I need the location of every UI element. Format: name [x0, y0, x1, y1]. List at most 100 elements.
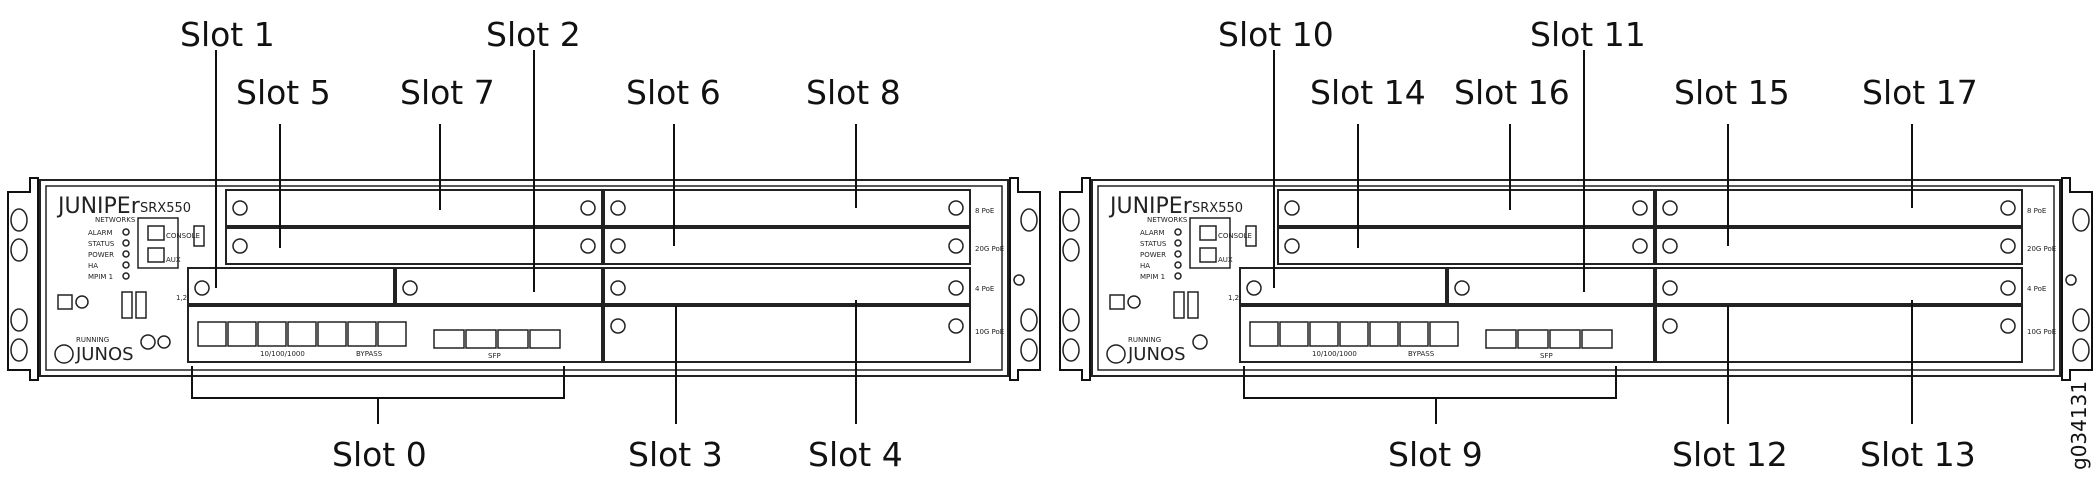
reset-button[interactable] [75, 295, 89, 309]
slot-3-4-card[interactable] [603, 305, 971, 363]
aux-label: AUX [166, 256, 181, 264]
slot-label-11: Slot 11 [1530, 15, 1646, 54]
led-icon [122, 250, 130, 258]
led-icon [122, 272, 130, 280]
slot-4-upper-card[interactable] [603, 267, 971, 305]
led-icon [122, 228, 130, 236]
slot-label-13: Slot 13 [1860, 435, 1976, 474]
sfp-label: SFP [1540, 352, 1553, 360]
rack-hole [1020, 308, 1038, 332]
slot-label-14: Slot 14 [1310, 73, 1426, 112]
slot-label-5: Slot 5 [236, 73, 331, 112]
power-button[interactable] [157, 335, 171, 349]
mini-label: 1,2 [176, 294, 187, 302]
rack-hole [1020, 208, 1038, 232]
model-label: SRX550 [140, 201, 191, 216]
chassis-inner [45, 185, 1003, 371]
copper-ports[interactable] [1249, 321, 1459, 347]
slot-9-card[interactable] [1239, 305, 1655, 363]
rack-hole [10, 308, 28, 332]
slot-label-8: Slot 8 [806, 73, 901, 112]
console-label: CONSOLE [1218, 232, 1252, 240]
usb-port[interactable] [135, 291, 147, 319]
slot-label-16: Slot 16 [1454, 73, 1570, 112]
power-icon[interactable] [140, 334, 156, 350]
led-label: POWER [88, 251, 114, 259]
aux-port[interactable] [1199, 247, 1217, 263]
figure-id: g034131 [2067, 381, 2091, 470]
pim-label: 20G PoE [975, 245, 1004, 253]
led-icon [1174, 272, 1182, 280]
led-icon [1174, 239, 1182, 247]
rack-hole [10, 208, 28, 232]
rack-hole [2072, 208, 2090, 232]
slot-15-card[interactable] [1655, 227, 2023, 265]
console-port-block [137, 217, 179, 269]
device-1: JUNIPEr NETWORKS SRX550 CONSOLE AUX ALAR… [7, 15, 1041, 474]
aux-label: AUX [1218, 256, 1233, 264]
chassis-inner [1097, 185, 2055, 371]
power-icon[interactable] [1192, 334, 1208, 350]
slot-label-2: Slot 2 [486, 15, 581, 54]
callout-lines [1243, 50, 1913, 424]
slot-11-card[interactable] [1447, 267, 1655, 305]
bypass-label: BYPASS [1408, 350, 1435, 358]
slot-label-4: Slot 4 [808, 435, 903, 474]
rack-hole [10, 338, 28, 362]
copper-ports[interactable] [197, 321, 407, 347]
slot-10-card[interactable] [1239, 267, 1447, 305]
aux-port[interactable] [147, 247, 165, 263]
slot-label-7: Slot 7 [400, 73, 495, 112]
slot-0-card[interactable] [187, 305, 603, 363]
led-label: POWER [1140, 251, 1166, 259]
brand-sub: NETWORKS [95, 216, 136, 224]
status-leds: ALARM STATUS POWER HA MPIM 1 [1140, 228, 1182, 281]
led-label: ALARM [88, 229, 113, 237]
rack-hole [2072, 308, 2090, 332]
sfp-label: SFP [488, 352, 501, 360]
console-port[interactable] [147, 225, 165, 241]
rack-hole [1013, 274, 1025, 286]
usb-port[interactable] [121, 291, 133, 319]
junos-logo: JUNOS [1127, 344, 1186, 365]
slot-label-15: Slot 15 [1674, 73, 1790, 112]
pim-label: 8 PoE [975, 207, 994, 215]
slot-16-card[interactable] [1277, 189, 1655, 227]
console-port[interactable] [1199, 225, 1217, 241]
slot-8-card[interactable] [603, 189, 971, 227]
usb-port-top[interactable] [1245, 225, 1257, 247]
running-label: RUNNING [76, 336, 109, 344]
brand-logo: JUNIPEr [56, 194, 141, 219]
slot-1-card[interactable] [187, 267, 395, 305]
rack-hole [1062, 238, 1080, 262]
junos-logo: JUNOS [75, 344, 134, 365]
slot-14-card[interactable] [1277, 227, 1655, 265]
slot-17-card[interactable] [1655, 189, 2023, 227]
status-leds: ALARM STATUS POWER HA MPIM 1 [88, 228, 130, 281]
rack-ear-left [1059, 177, 1091, 381]
rack-hole [1020, 338, 1038, 362]
led-label: HA [1140, 262, 1150, 270]
sfp-ports[interactable] [1485, 329, 1613, 349]
slot-13-upper-card[interactable] [1655, 267, 2023, 305]
slot-12-13-card[interactable] [1655, 305, 2023, 363]
sfp-ports[interactable] [433, 329, 561, 349]
slot-6-card[interactable] [603, 227, 971, 265]
led-label: STATUS [1140, 240, 1167, 248]
pim-label: 20G PoE [2027, 245, 2056, 253]
usb-port-top[interactable] [193, 225, 205, 247]
usb-port[interactable] [1173, 291, 1185, 319]
reset-button[interactable] [1127, 295, 1141, 309]
bypass-label: BYPASS [356, 350, 383, 358]
rack-hole [2065, 274, 2077, 286]
led-icon [122, 239, 130, 247]
led-icon [1174, 250, 1182, 258]
usb-port[interactable] [1187, 291, 1199, 319]
slot-2-card[interactable] [395, 267, 603, 305]
slot-7-card[interactable] [225, 189, 603, 227]
copper-label: 10/100/1000 [1312, 350, 1357, 358]
junos-emblem-icon [1106, 344, 1126, 364]
rack-ear-left [7, 177, 39, 381]
rack-hole [10, 238, 28, 262]
slot-5-card[interactable] [225, 227, 603, 265]
